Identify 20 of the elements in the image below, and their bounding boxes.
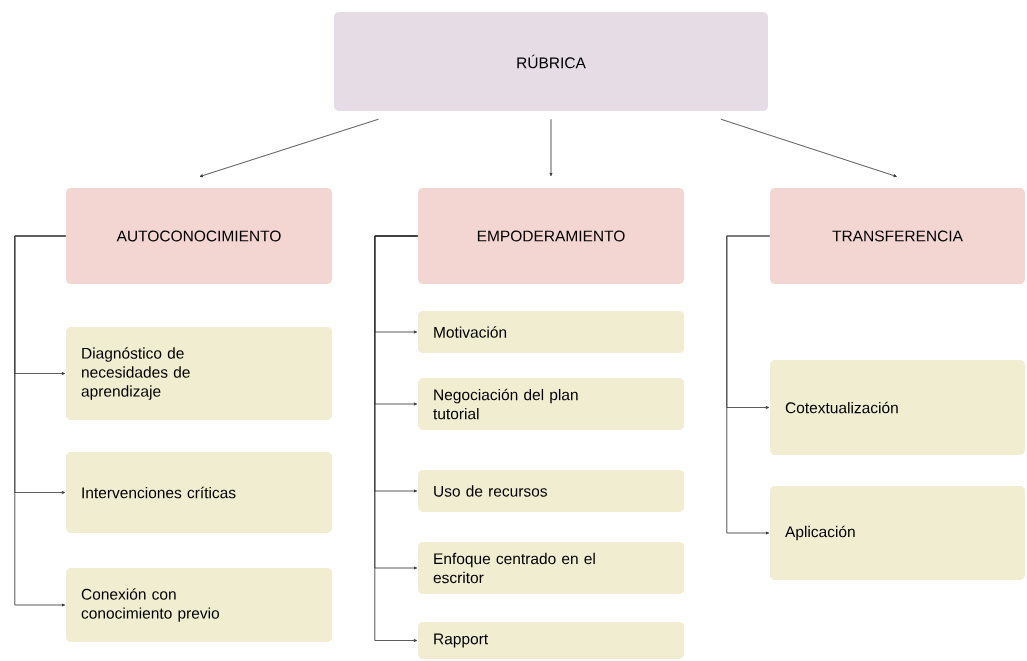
item-box: Motivación [418,311,684,353]
item-box: Aplicación [770,486,1025,580]
category-box: EMPODERAMIENTO [418,188,684,284]
item-box: Negociación del plan tutorial [418,378,684,430]
arrow [14,235,67,607]
item-box: Rapport [418,622,684,659]
arrow [726,235,771,535]
category-box: AUTOCONOCIMIENTO [66,188,332,284]
item-box: Intervenciones críticas [66,452,332,533]
arrow [720,118,897,178]
title-box: RÚBRICA [334,12,768,111]
item-box: Conexión con conocimiento previo [66,568,332,642]
item-box: Cotextualización [770,360,1025,455]
arrow [374,235,419,642]
arrow [199,118,379,178]
category-box: TRANSFERENCIA [770,188,1025,284]
arrow [549,118,553,177]
item-box: Enfoque centrado en el escritor [418,542,684,594]
item-box: Diagnóstico de necesidades de aprendizaje [66,327,332,420]
item-box: Uso de recursos [418,470,684,512]
